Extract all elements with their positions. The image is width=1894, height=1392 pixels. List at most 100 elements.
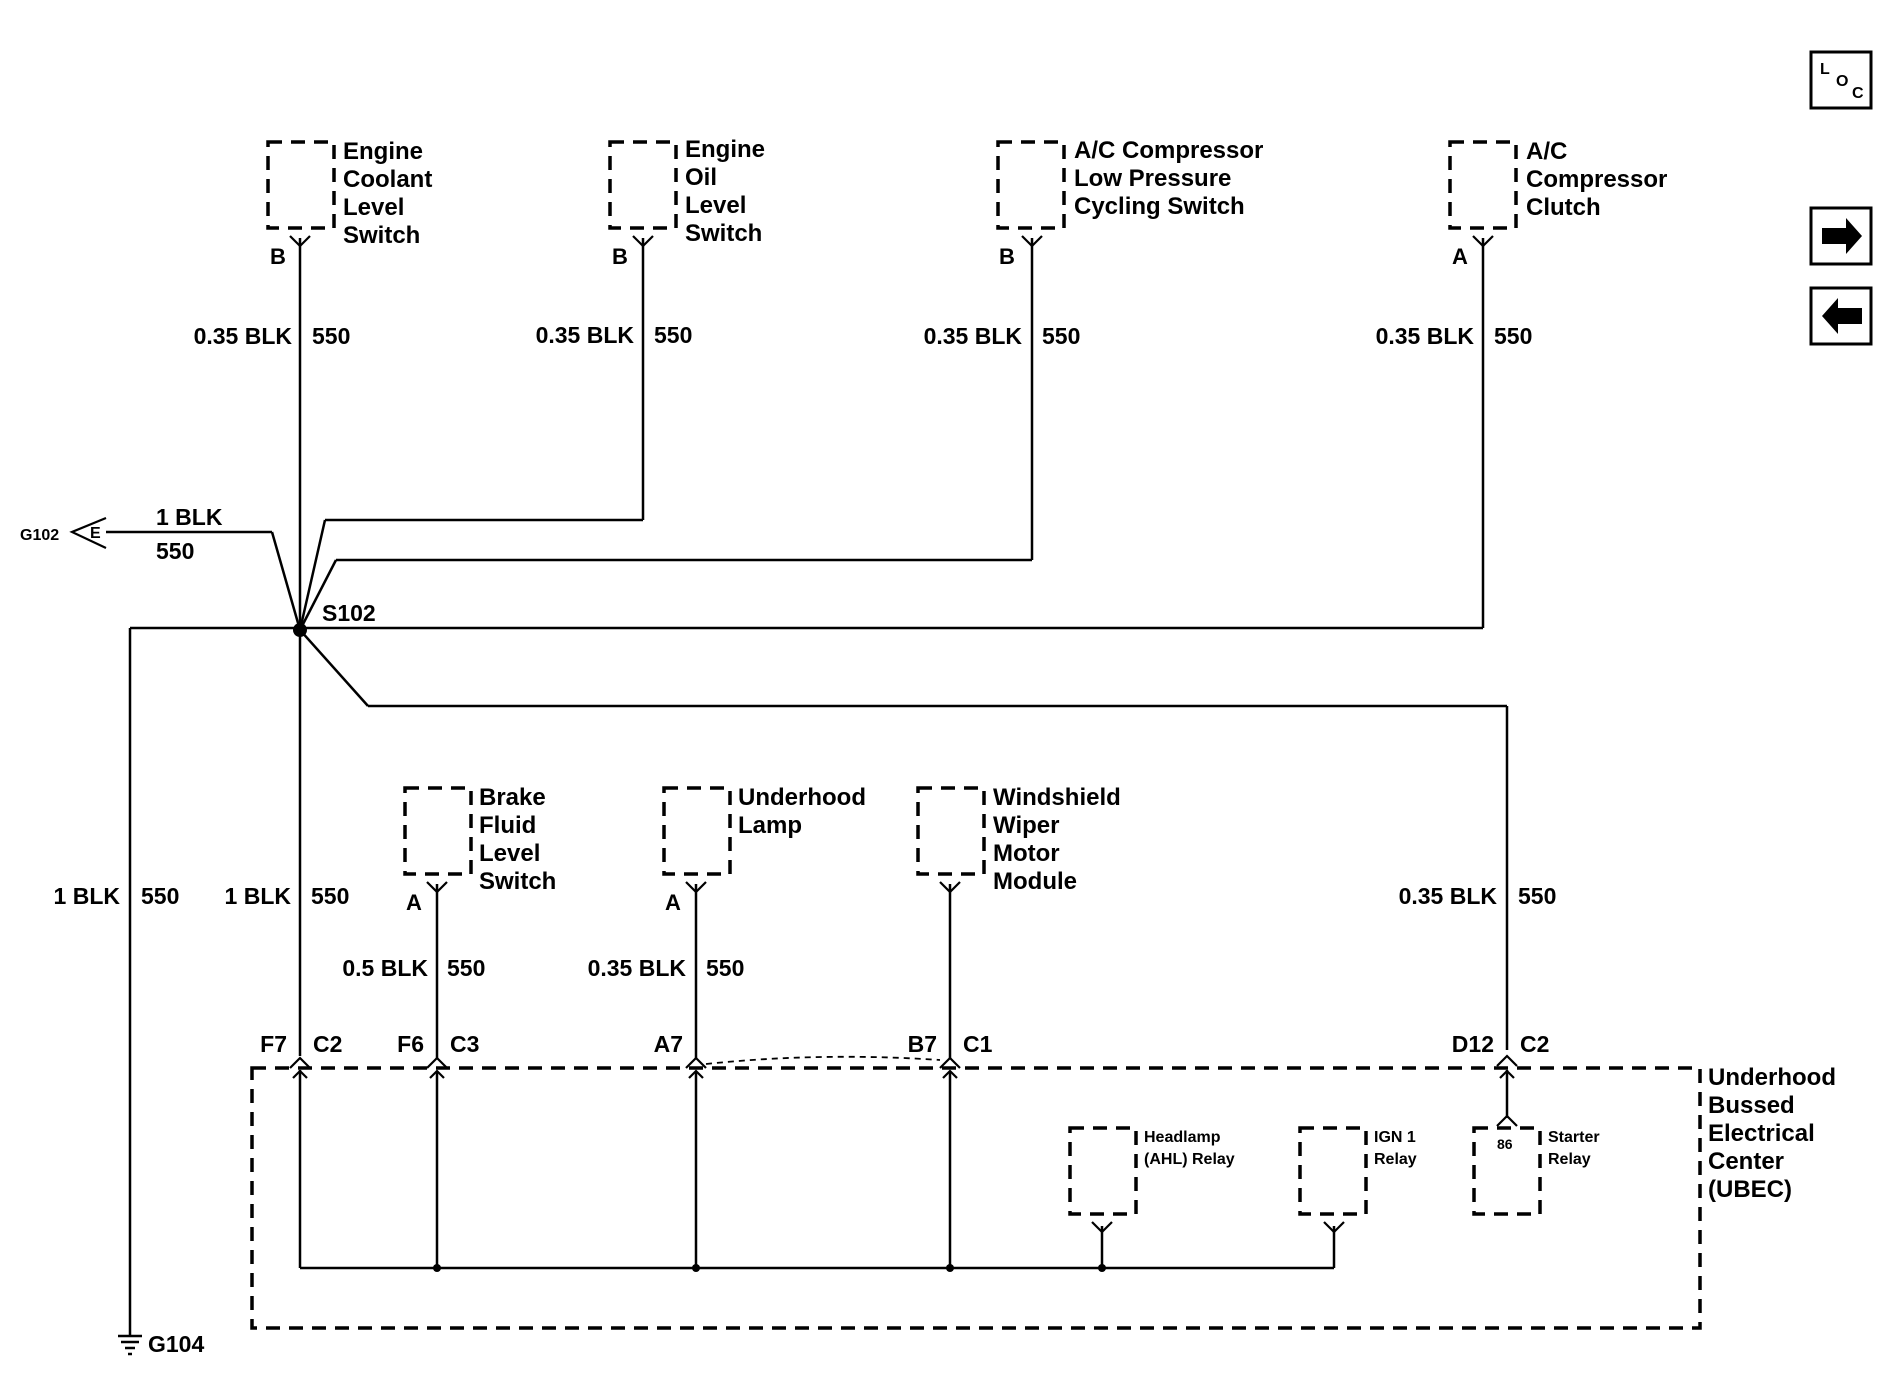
pin-label: 86 xyxy=(1497,1136,1513,1152)
svg-text:550: 550 xyxy=(706,955,744,981)
svg-text:B7: B7 xyxy=(908,1031,937,1057)
svg-text:Electrical: Electrical xyxy=(1708,1120,1815,1147)
wire-label-lamp: 0.35 BLK 550 xyxy=(588,955,745,981)
svg-text:D12: D12 xyxy=(1452,1031,1494,1057)
svg-text:0.35 BLK: 0.35 BLK xyxy=(1376,323,1475,349)
svg-text:550: 550 xyxy=(447,955,485,981)
svg-text:G104: G104 xyxy=(148,1331,204,1357)
connector-f7-c2: F7 C2 xyxy=(260,1031,342,1079)
svg-text:Low Pressure: Low Pressure xyxy=(1074,165,1231,192)
svg-text:C1: C1 xyxy=(963,1031,993,1057)
svg-text:Brake: Brake xyxy=(479,784,546,811)
svg-text:Headlamp: Headlamp xyxy=(1144,1129,1221,1146)
pin-label: A xyxy=(665,890,681,915)
svg-text:Center: Center xyxy=(1708,1148,1784,1175)
svg-text:Underhood: Underhood xyxy=(738,784,866,811)
ac-compressor-low-pressure-switch: A/C Compressor Low Pressure Cycling Swit… xyxy=(996,137,1263,269)
svg-text:Switch: Switch xyxy=(343,222,420,249)
pin-label: B xyxy=(612,244,628,269)
svg-text:550: 550 xyxy=(312,323,350,349)
svg-text:Windshield: Windshield xyxy=(993,784,1121,811)
svg-text:Compressor: Compressor xyxy=(1526,166,1667,193)
svg-text:IGN 1: IGN 1 xyxy=(1374,1129,1416,1146)
arrow-left-icon xyxy=(1822,298,1862,334)
svg-text:C2: C2 xyxy=(1520,1031,1549,1057)
pin-label: A xyxy=(1452,244,1468,269)
svg-text:(UBEC): (UBEC) xyxy=(1708,1176,1792,1203)
svg-text:Relay: Relay xyxy=(1374,1151,1417,1168)
ign1-relay: IGN 1 Relay xyxy=(1298,1126,1417,1234)
svg-text:Level: Level xyxy=(685,192,746,219)
svg-text:550: 550 xyxy=(311,883,349,909)
svg-text:(AHL) Relay: (AHL) Relay xyxy=(1144,1151,1235,1168)
svg-text:0.35 BLK: 0.35 BLK xyxy=(536,322,635,348)
svg-text:Wiper: Wiper xyxy=(993,812,1059,839)
ground-g102: G102 E 1 BLK 550 xyxy=(20,504,223,564)
svg-text:Level: Level xyxy=(343,194,404,221)
svg-text:550: 550 xyxy=(1494,323,1532,349)
arrow-right-icon xyxy=(1822,218,1862,254)
connector-a7: A7 xyxy=(654,1031,707,1079)
svg-text:C3: C3 xyxy=(450,1031,479,1057)
ground-g104: G104 xyxy=(118,1331,204,1357)
svg-text:Bussed: Bussed xyxy=(1708,1092,1795,1119)
wire-label-brake: 0.5 BLK 550 xyxy=(342,955,485,981)
pin-label: B xyxy=(270,244,286,269)
svg-text:Clutch: Clutch xyxy=(1526,194,1601,221)
loc-button[interactable]: L O C xyxy=(1809,50,1873,110)
svg-text:Underhood: Underhood xyxy=(1708,1064,1836,1091)
ubec-box: Underhood Bussed Electrical Center (UBEC… xyxy=(250,1064,1836,1330)
svg-text:A/C Compressor: A/C Compressor xyxy=(1074,137,1263,164)
svg-text:Oil: Oil xyxy=(685,164,717,191)
svg-text:1 BLK: 1 BLK xyxy=(54,883,121,909)
svg-text:Switch: Switch xyxy=(685,220,762,247)
pin-label: A xyxy=(406,890,422,915)
svg-text:Engine: Engine xyxy=(685,136,765,163)
svg-text:A/C: A/C xyxy=(1526,138,1567,165)
svg-text:A7: A7 xyxy=(654,1031,683,1057)
connector-b7-c1: B7 C1 xyxy=(908,1031,993,1079)
svg-text:550: 550 xyxy=(1042,323,1080,349)
svg-text:Motor: Motor xyxy=(993,840,1060,867)
svg-text:550: 550 xyxy=(156,538,194,564)
wire-label-g104: 1 BLK 550 xyxy=(54,883,180,909)
next-page-button[interactable] xyxy=(1809,206,1873,266)
svg-text:S102: S102 xyxy=(322,600,376,626)
svg-text:550: 550 xyxy=(1518,883,1556,909)
svg-text:L: L xyxy=(1820,61,1830,78)
svg-text:550: 550 xyxy=(141,883,179,909)
connector-d12-c2: D12 C2 xyxy=(1452,1031,1549,1079)
svg-text:O: O xyxy=(1836,73,1848,90)
svg-text:F7: F7 xyxy=(260,1031,287,1057)
svg-text:0.35 BLK: 0.35 BLK xyxy=(924,323,1023,349)
wire-label-ac-switch: 0.35 BLK 550 xyxy=(924,323,1081,349)
svg-text:Level: Level xyxy=(479,840,540,867)
starter-relay: Starter Relay 86 xyxy=(1472,1114,1600,1216)
svg-text:F6: F6 xyxy=(397,1031,424,1057)
svg-text:Starter: Starter xyxy=(1548,1129,1600,1146)
connector-shared-line xyxy=(705,1055,941,1065)
svg-text:550: 550 xyxy=(654,322,692,348)
brake-fluid-level-switch: Brake Fluid Level Switch A xyxy=(403,784,556,1058)
svg-text:0.35 BLK: 0.35 BLK xyxy=(588,955,687,981)
top-wires xyxy=(106,238,1509,1336)
svg-text:0.35 BLK: 0.35 BLK xyxy=(194,323,293,349)
previous-page-button[interactable] xyxy=(1809,286,1873,346)
ac-compressor-clutch: A/C Compressor Clutch A xyxy=(1448,138,1667,269)
splice-s102: S102 xyxy=(293,600,376,637)
svg-text:0.5 BLK: 0.5 BLK xyxy=(342,955,428,981)
svg-text:E: E xyxy=(90,525,101,542)
svg-text:C2: C2 xyxy=(313,1031,342,1057)
pin-label: B xyxy=(999,244,1015,269)
svg-text:1 BLK: 1 BLK xyxy=(156,504,223,530)
svg-text:1 BLK: 1 BLK xyxy=(225,883,292,909)
headlamp-ahl-relay: Headlamp (AHL) Relay xyxy=(1068,1126,1235,1234)
connector-f6-c3: F6 C3 xyxy=(397,1031,479,1079)
wire-label-coolant: 0.35 BLK 550 xyxy=(194,323,351,349)
wire-label-f7: 1 BLK 550 xyxy=(225,883,350,909)
svg-text:Switch: Switch xyxy=(479,868,556,895)
engine-oil-level-switch: Engine Oil Level Switch B xyxy=(608,136,765,269)
svg-text:Coolant: Coolant xyxy=(343,166,432,193)
svg-text:Cycling Switch: Cycling Switch xyxy=(1074,193,1245,220)
